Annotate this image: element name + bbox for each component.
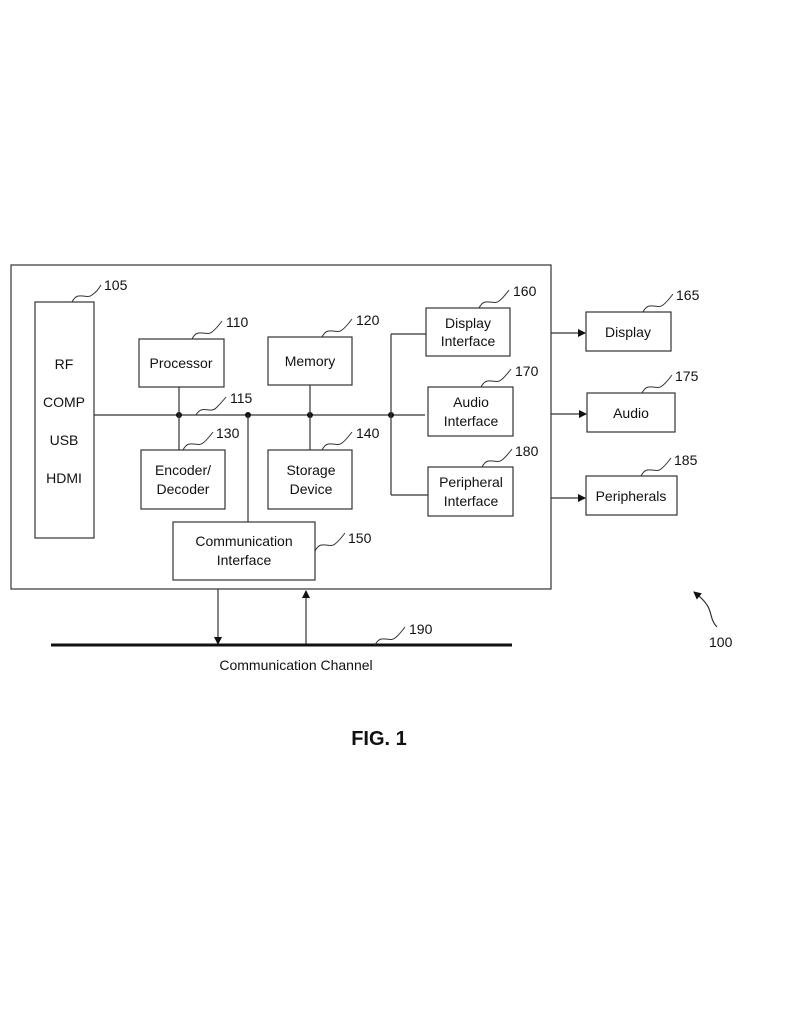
peripheral-interface-block: Peripheral Interface 180 <box>427 443 539 517</box>
peripheral-interface-label-line1: Peripheral <box>439 474 503 490</box>
memory-label: Memory <box>285 353 336 369</box>
encoder-decoder-block: Encoder/ Decoder 130 <box>140 415 240 510</box>
ports-block: RF COMP USB HDMI 105 <box>34 277 128 539</box>
encoder-label-line2: Decoder <box>157 481 210 497</box>
processor-block: Processor 110 <box>138 314 249 415</box>
display-interface-label-line2: Interface <box>441 333 496 349</box>
ref-150: 150 <box>348 530 372 546</box>
display-interface-label-line1: Display <box>445 315 491 331</box>
ref-175: 175 <box>675 368 699 384</box>
peripherals-label: Peripherals <box>596 488 667 504</box>
ref-160: 160 <box>513 283 537 299</box>
peripheral-interface-label-line2: Interface <box>444 493 499 509</box>
ref-190: 190 <box>409 621 433 637</box>
figure-caption: FIG. 1 <box>351 728 407 750</box>
ref-185: 185 <box>674 452 698 468</box>
audio-block: Audio 175 <box>586 368 699 433</box>
audio-interface-label-line1: Audio <box>453 394 489 410</box>
display-label: Display <box>605 324 651 340</box>
port-usb: USB <box>50 432 79 448</box>
peripherals-block: Peripherals 185 <box>585 452 698 516</box>
ref-100: 100 <box>709 634 733 650</box>
comm-interface-label-line2: Interface <box>217 552 272 568</box>
ref-120: 120 <box>356 312 380 328</box>
system-reference: 100 <box>693 591 733 650</box>
ref-170: 170 <box>515 363 539 379</box>
ref-105: 105 <box>104 277 128 293</box>
port-rf: RF <box>55 356 74 372</box>
memory-block: Memory 120 <box>267 312 380 415</box>
port-comp: COMP <box>43 394 85 410</box>
communication-interface-block: Communication Interface 150 <box>172 415 372 581</box>
port-hdmi: HDMI <box>46 470 82 486</box>
audio-label: Audio <box>613 405 649 421</box>
display-interface-block: Display Interface 160 <box>425 283 537 357</box>
system-bus: 115 <box>94 390 425 418</box>
audio-interface-label-line2: Interface <box>444 413 499 429</box>
channel-label: Communication Channel <box>219 657 372 673</box>
storage-label-line2: Device <box>290 481 333 497</box>
ref-110: 110 <box>226 314 249 330</box>
ref-140: 140 <box>356 425 380 441</box>
storage-device-block: Storage Device 140 <box>267 415 380 510</box>
audio-interface-block: Audio Interface 170 <box>427 363 539 437</box>
ref-165: 165 <box>676 287 700 303</box>
storage-label-line1: Storage <box>286 462 335 478</box>
encoder-label-line1: Encoder/ <box>155 462 211 478</box>
processor-label: Processor <box>149 355 212 371</box>
communication-channel: 190 Communication Channel <box>51 621 512 673</box>
ref-130: 130 <box>216 425 240 441</box>
interface-branch <box>390 333 428 496</box>
ref-115: 115 <box>230 390 253 406</box>
ref-180: 180 <box>515 443 539 459</box>
display-block: Display 165 <box>585 287 700 352</box>
comm-interface-label-line1: Communication <box>195 533 292 549</box>
